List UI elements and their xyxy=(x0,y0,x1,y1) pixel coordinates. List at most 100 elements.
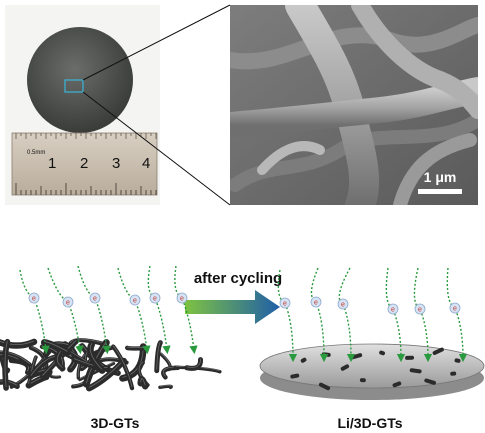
arrow-label: after cycling xyxy=(194,270,282,287)
electron-symbol: e xyxy=(133,298,137,305)
electron xyxy=(310,296,322,308)
ruler: 0.5mm 1 2 3 4 xyxy=(11,132,158,196)
scale-bar xyxy=(418,189,462,194)
electron-symbol: e xyxy=(66,300,70,307)
electron xyxy=(337,298,349,310)
electron xyxy=(414,303,426,315)
lithium-deposit xyxy=(379,350,386,356)
electron-symbol: e xyxy=(153,296,157,303)
graphite-tube-highlight xyxy=(0,340,35,345)
electron-path xyxy=(446,267,468,363)
electron-path xyxy=(310,267,329,363)
graphite-tube-highlight xyxy=(30,355,56,376)
electron-symbol: e xyxy=(283,301,287,308)
lithium-deposit xyxy=(290,373,300,379)
left-label: 3D-GTs xyxy=(91,415,140,431)
graphite-tube-highlight xyxy=(28,356,37,384)
graphite-tube-network xyxy=(0,337,222,392)
graphite-tube xyxy=(86,357,127,392)
electron xyxy=(28,292,40,304)
electron xyxy=(176,292,188,304)
graphite-tube-highlight xyxy=(0,354,19,360)
graphite-tube xyxy=(0,338,38,349)
electron-symbol: e xyxy=(418,307,422,314)
graphite-tube xyxy=(40,339,71,356)
electron-path xyxy=(47,267,84,355)
graphite-tube-highlight xyxy=(4,340,8,388)
electron-symbol: e xyxy=(32,296,36,303)
zoom-line-top xyxy=(82,4,231,81)
ruler-ticks xyxy=(15,133,157,195)
lithium-deposit xyxy=(392,381,402,388)
zoom-box xyxy=(64,79,84,93)
graphite-tube-highlight xyxy=(0,351,30,365)
graphite-tube-highlight xyxy=(175,365,221,372)
graphite-tube xyxy=(125,345,146,351)
scale-bar-label: 1 μm xyxy=(424,169,457,185)
electron-path xyxy=(19,269,50,355)
ruler-body xyxy=(11,132,158,196)
electron xyxy=(149,292,161,304)
lithium-deposit xyxy=(432,347,444,355)
electron xyxy=(279,297,291,309)
electron xyxy=(449,302,461,314)
graphite-tube xyxy=(174,365,222,374)
zoom-line-bottom xyxy=(82,91,231,206)
graphite-tube-highlight xyxy=(69,338,105,344)
cycling-arrow xyxy=(185,290,280,324)
electron-path xyxy=(117,267,151,355)
ruler-unit-label: 0.5mm xyxy=(27,150,45,156)
graphite-tube-highlight xyxy=(156,341,161,370)
ruler-number-4: 4 xyxy=(142,155,150,172)
graphite-tube-highlight xyxy=(44,341,68,352)
electron xyxy=(129,294,141,306)
graphite-tube-highlight xyxy=(140,378,146,386)
lithium-deposit xyxy=(359,378,366,383)
lithium-disc-top xyxy=(259,343,485,389)
ruler-number-1: 1 xyxy=(48,155,56,172)
lithium-deposit xyxy=(424,378,436,385)
right-label: Li/3D-GTs xyxy=(337,415,402,431)
ruler-number-2: 2 xyxy=(80,155,88,172)
sem-fiber-lower xyxy=(393,133,477,205)
electron-path xyxy=(174,265,198,355)
electron-symbol: e xyxy=(341,302,345,309)
lithium-deposit xyxy=(450,371,457,376)
lithium-deposit xyxy=(340,364,350,371)
graphite-tube-highlight xyxy=(57,350,63,368)
lithium-deposit xyxy=(409,368,422,374)
electron-symbol: e xyxy=(180,296,184,303)
electron-symbol: e xyxy=(453,306,457,313)
electron-path xyxy=(385,267,406,363)
sem-image: 1 μm xyxy=(230,5,478,205)
graphite-tube xyxy=(0,352,22,364)
lithium-deposit xyxy=(405,355,415,360)
lithium-deposit xyxy=(300,357,307,363)
electron xyxy=(62,296,74,308)
graphite-tube-highlight xyxy=(89,343,103,370)
graphite-tube xyxy=(158,384,173,390)
electron xyxy=(387,303,399,315)
electron-path xyxy=(413,267,433,363)
electron-symbol: e xyxy=(391,307,395,314)
sem-fiber-main-horizontal xyxy=(230,77,478,138)
graphite-tube-highlight xyxy=(159,384,172,387)
electron-path xyxy=(147,265,171,355)
electron-path xyxy=(77,265,111,355)
ruler-number-3: 3 xyxy=(112,155,120,172)
graphite-tube-highlight xyxy=(112,345,133,388)
lithium-deposit xyxy=(318,382,331,391)
electron-path xyxy=(338,267,356,363)
graphite-tube xyxy=(28,354,58,380)
sem-fiber-small xyxy=(257,141,325,175)
electron-path xyxy=(277,269,298,363)
electron xyxy=(89,292,101,304)
graphite-tube-highlight xyxy=(126,346,144,348)
sample-photo: 0.5mm 1 2 3 4 xyxy=(5,5,160,205)
sem-fiber-right xyxy=(351,5,478,119)
electron-symbol: e xyxy=(93,296,97,303)
